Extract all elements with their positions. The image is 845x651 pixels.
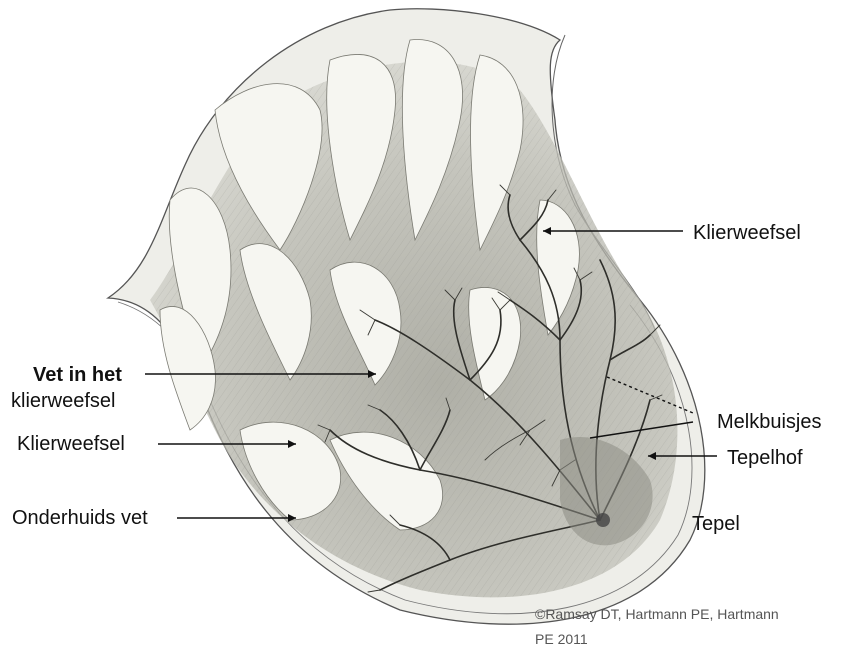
label-vet-in-het-klierweefsel-line1: Vet in het — [33, 364, 122, 386]
credit-line-2: PE 2011 — [535, 631, 588, 647]
label-onderhuids-vet: Onderhuids vet — [12, 507, 148, 529]
label-vet-in-het-klierweefsel-line2: klierweefsel — [11, 390, 115, 412]
label-melkbuisjes: Melkbuisjes — [717, 411, 821, 433]
label-klierweefsel-left: Klierweefsel — [17, 433, 125, 455]
credit-line-1: ©Ramsay DT, Hartmann PE, Hartmann — [535, 606, 779, 622]
nipple — [596, 513, 610, 527]
label-klierweefsel-right: Klierweefsel — [693, 222, 801, 244]
label-tepel: Tepel — [692, 513, 740, 535]
label-tepelhof: Tepelhof — [727, 447, 803, 469]
